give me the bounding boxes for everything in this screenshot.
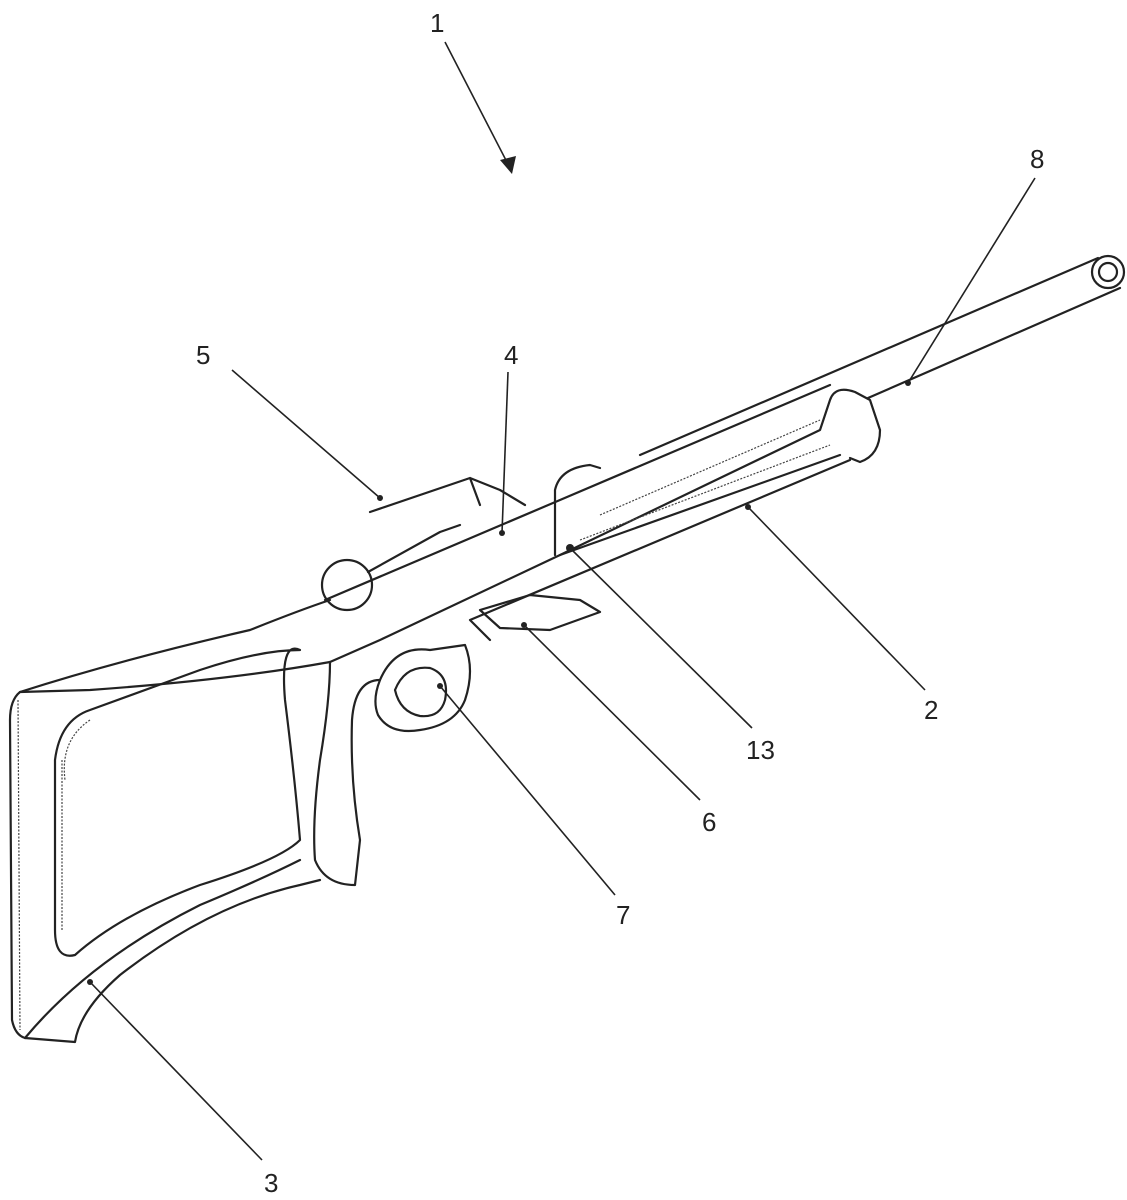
label-1: 1 — [430, 8, 444, 38]
reference-labels: 1 8 5 4 2 13 6 7 3 — [196, 8, 1044, 1198]
label-13: 13 — [746, 735, 775, 765]
receiver-side — [553, 463, 602, 557]
bolt-knob — [320, 558, 374, 612]
muzzle-bore — [1097, 261, 1119, 283]
label-5: 5 — [196, 340, 210, 370]
butt-outer — [8, 660, 332, 1044]
label-7: 7 — [616, 900, 630, 930]
receiver-top — [323, 383, 832, 602]
forend-bottom — [468, 453, 852, 642]
label-8: 8 — [1030, 144, 1044, 174]
label-6: 6 — [702, 807, 716, 837]
magazine — [478, 593, 602, 632]
reference-leaders — [87, 41, 1036, 1161]
label-4: 4 — [504, 340, 518, 370]
rifle-outline — [8, 254, 1126, 1044]
butt-inner — [53, 647, 302, 957]
trigger-guard-outline — [374, 643, 472, 733]
butt-top — [18, 598, 332, 694]
stock-top-edge — [328, 388, 882, 664]
arrow-head-icon — [500, 156, 516, 174]
muzzle — [1090, 254, 1126, 290]
label-2: 2 — [924, 695, 938, 725]
barrel — [638, 256, 1122, 457]
grip — [313, 660, 382, 887]
label-3: 3 — [264, 1168, 278, 1198]
